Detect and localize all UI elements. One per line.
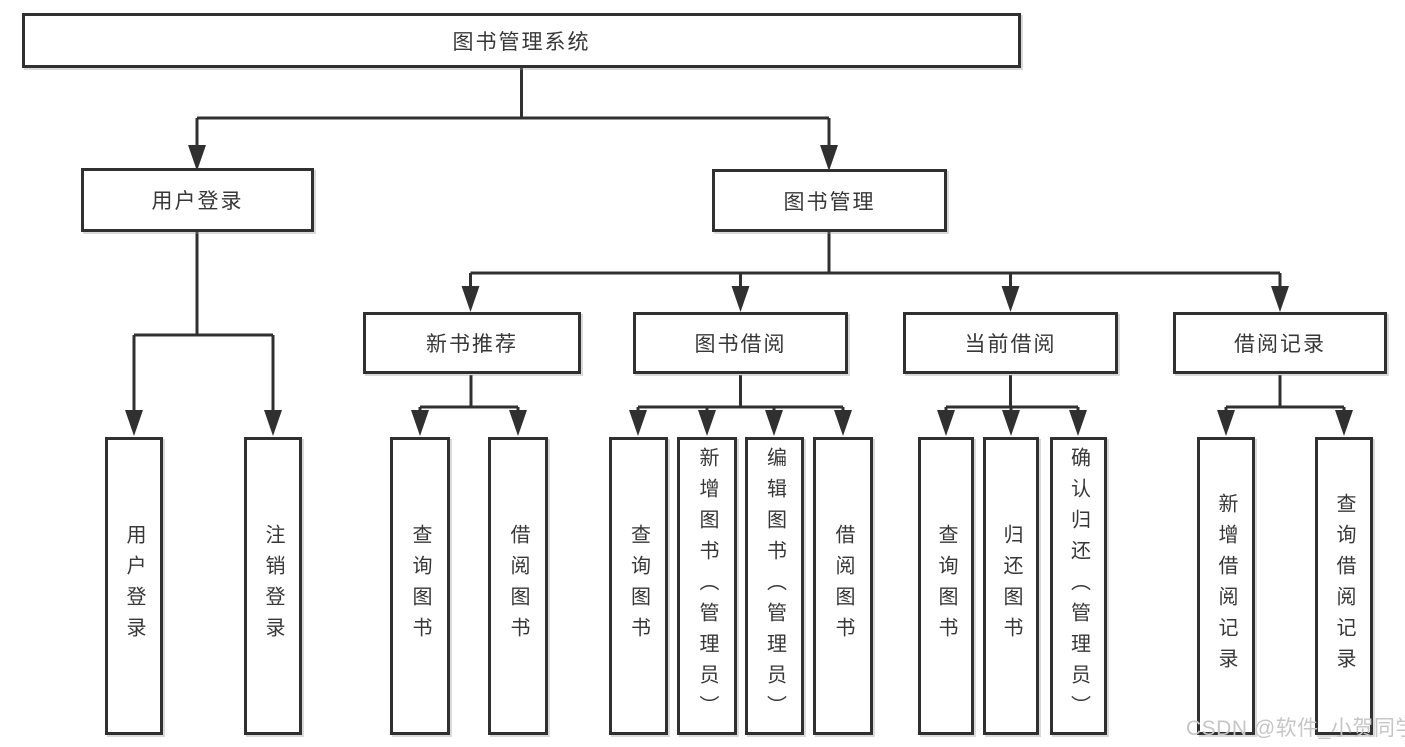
node-book-borrow: 图书借阅	[633, 312, 848, 374]
leaf-user-login-label: 用户登录	[123, 524, 145, 648]
connector-bookborrow-to-leaves	[629, 375, 852, 436]
leaf-add-books-admin: 新增图书（管理员）	[677, 437, 737, 735]
leaf-confirm-return-admin: 确认归还（管理员）	[1050, 437, 1107, 735]
leaf-borrow-books-label: 借阅图书	[832, 524, 854, 648]
connector-root-to-level2	[188, 68, 838, 171]
leaf-logout-label: 注销登录	[262, 524, 284, 648]
connector-userlogin-to-leaves	[125, 232, 282, 436]
leaf-newrec-borrow-books: 借阅图书	[488, 437, 548, 735]
leaf-user-login: 用户登录	[105, 437, 163, 735]
leaf-newrec-borrow-books-label: 借阅图书	[507, 524, 529, 648]
node-new-book-recommend-label: 新书推荐	[426, 333, 518, 356]
node-current-borrow: 当前借阅	[903, 312, 1118, 374]
connector-bookmgmt-to-level3	[461, 232, 1289, 312]
leaf-edit-books-admin: 编辑图书（管理员）	[745, 437, 804, 735]
leaf-borrow-query-books-label: 查询图书	[627, 524, 650, 648]
node-borrow-records: 借阅记录	[1173, 312, 1387, 374]
leaf-return-books-label: 归还图书	[1000, 524, 1022, 648]
leaf-return-books: 归还图书	[983, 437, 1039, 735]
csdn-watermark: CSDN @软件_小贺同学	[1186, 717, 1405, 740]
leaf-newrec-query-books-label: 查询图书	[409, 524, 431, 648]
leaf-confirm-return-admin-label: 确认归还（管理员）	[1067, 446, 1090, 726]
leaf-logout: 注销登录	[244, 437, 302, 735]
leaf-current-query-books-label: 查询图书	[935, 524, 957, 648]
leaf-borrow-books: 借阅图书	[813, 437, 873, 735]
node-borrow-records-label: 借阅记录	[1234, 333, 1326, 356]
leaf-current-query-books: 查询图书	[918, 437, 974, 735]
node-book-borrow-label: 图书借阅	[694, 333, 787, 356]
leaf-borrow-query-books: 查询图书	[609, 437, 668, 735]
node-new-book-recommend: 新书推荐	[363, 312, 581, 374]
leaf-edit-books-admin-label: 编辑图书（管理员）	[763, 446, 786, 726]
node-book-management: 图书管理	[712, 169, 947, 232]
leaf-query-borrow-record: 查询借阅记录	[1315, 437, 1373, 735]
leaf-add-borrow-record: 新增借阅记录	[1197, 437, 1255, 735]
node-library-system-label: 图书管理系统	[452, 30, 591, 54]
node-library-system: 图书管理系统	[22, 13, 1021, 68]
connector-borrowrecord-to-leaves	[1217, 375, 1353, 436]
node-book-management-label: 图书管理	[783, 190, 876, 214]
leaf-newrec-query-books: 查询图书	[390, 437, 450, 735]
connector-newbook-to-leaves	[411, 375, 527, 436]
node-user-login: 用户登录	[81, 168, 314, 232]
node-user-login-label: 用户登录	[151, 190, 244, 213]
leaf-add-books-admin-label: 新增图书（管理员）	[696, 446, 718, 726]
leaf-add-borrow-record-label: 新增借阅记录	[1215, 493, 1237, 679]
connector-currentborrow-to-leaves	[937, 375, 1087, 436]
node-current-borrow-label: 当前借阅	[964, 333, 1057, 356]
leaf-query-borrow-record-label: 查询借阅记录	[1333, 493, 1355, 679]
